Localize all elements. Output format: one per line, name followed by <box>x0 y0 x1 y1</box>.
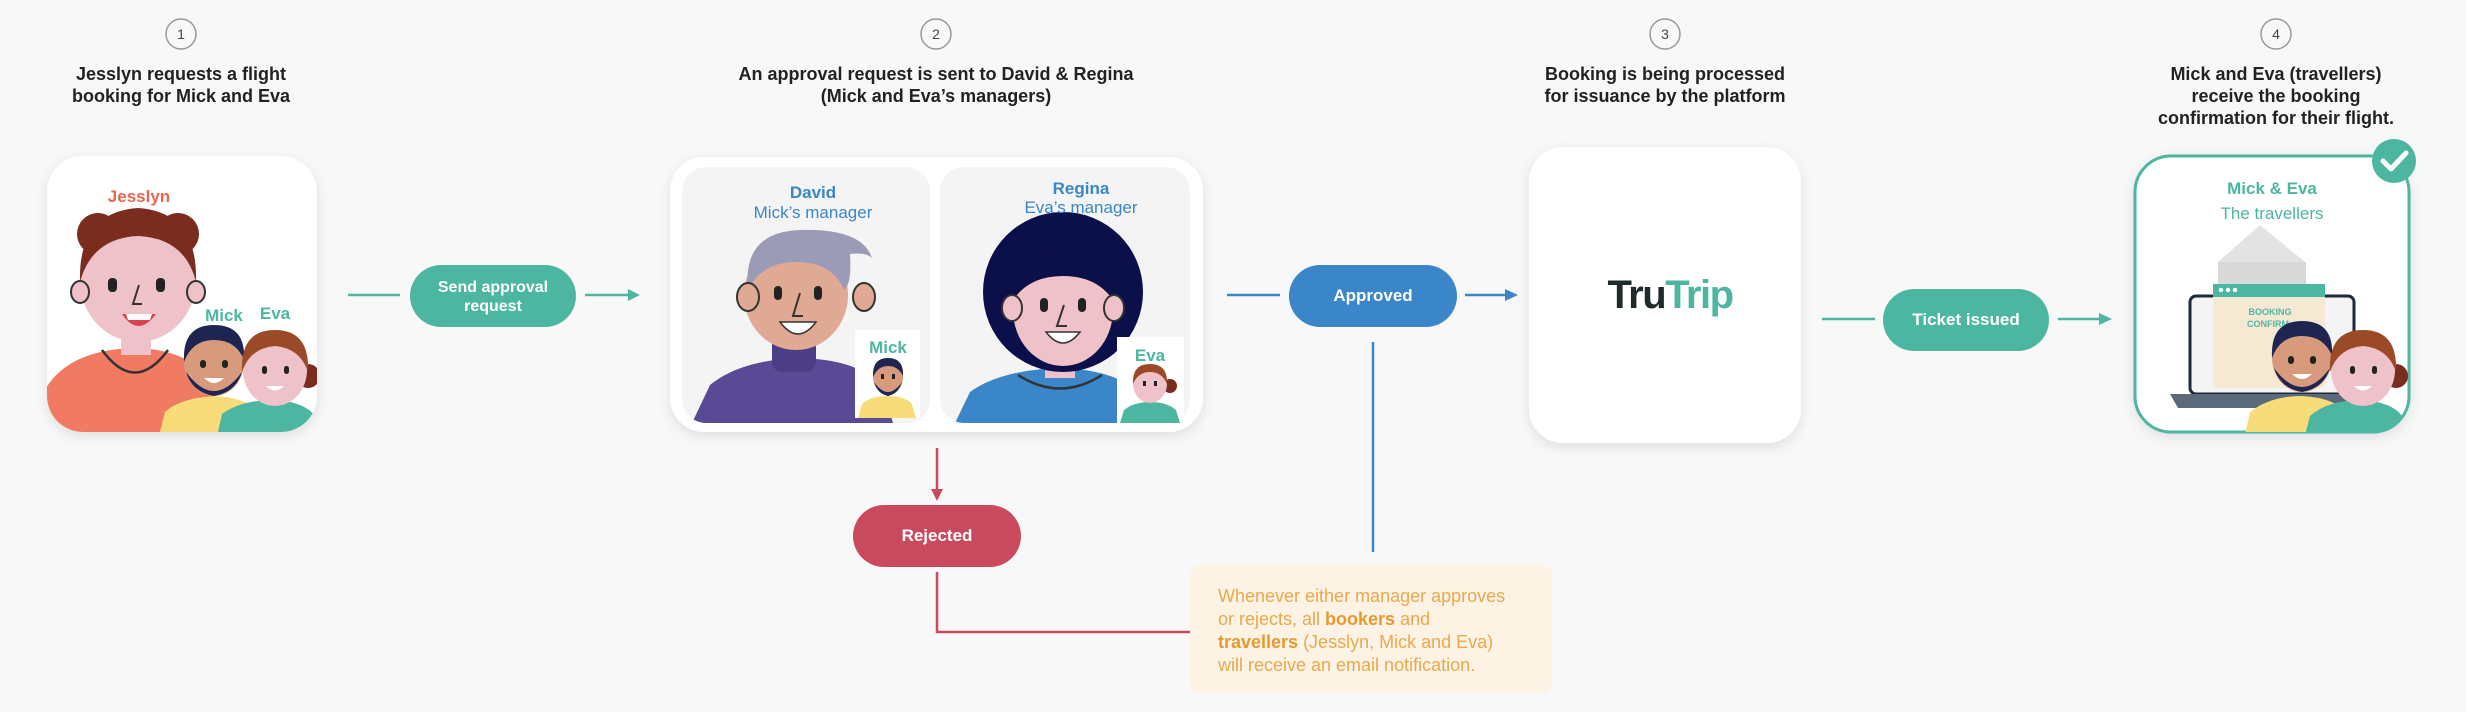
booking-card-line-2: CONFIRM <box>2247 319 2289 329</box>
booker-card: Jesslyn Mick Eva <box>47 156 317 432</box>
connector-send <box>348 289 640 301</box>
arrowhead-icon <box>931 489 943 501</box>
david-illustration <box>692 229 893 423</box>
eva-illustration <box>218 330 317 432</box>
logo-part-2: Trip <box>1665 273 1732 317</box>
travellers-name: Mick & Eva <box>2227 179 2317 198</box>
send-pill-line-1: Send approval <box>438 279 548 296</box>
step-2-title-line-2: (Mick and Eva’s managers) <box>821 86 1051 106</box>
david-name: David <box>790 183 836 202</box>
eva-inset-label: Eva <box>1135 346 1166 365</box>
ticket-issued-pill: Ticket issued <box>1883 289 2049 351</box>
managers-card: Mick David Mick’s manager Eva <box>670 157 1203 432</box>
travellers-card: BOOKING CONFIRM <box>2133 139 2416 434</box>
step-4-title-line-3: confirmation for their flight. <box>2158 108 2394 128</box>
note-bookers: bookers <box>1325 609 1396 629</box>
step-2-header: 2 An approval request is sent to David &… <box>738 18 1135 106</box>
rejected-pill: Rejected <box>853 505 1021 567</box>
step-1-header: 1 Jesslyn requests a flight booking for … <box>72 18 291 106</box>
notification-note: Whenever either manager approves or reje… <box>1190 565 1552 693</box>
step-1-title-line-2: booking for Mick and Eva <box>72 86 291 106</box>
step-3-title-line-2: for issuance by the platform <box>1544 86 1785 106</box>
note-line-2: or rejects, all <box>1218 609 1326 629</box>
step-1-title-line-1: Jesslyn requests a flight <box>76 64 286 84</box>
step-4-title-line-1: Mick and Eva (travellers) <box>2170 64 2381 84</box>
eva-inset-illustration <box>1120 364 1180 423</box>
step-3-number: 3 <box>1661 26 1669 42</box>
note-line-2b: and <box>1395 609 1431 629</box>
regina-role: Eva’s manager <box>1024 198 1137 217</box>
booking-card-line-1: BOOKING <box>2248 307 2291 317</box>
travellers-role: The travellers <box>2221 204 2324 223</box>
david-role: Mick’s manager <box>754 203 873 222</box>
mick-label: Mick <box>205 306 243 325</box>
step-4-number-circle <box>2260 18 2292 50</box>
mick-inset-illustration <box>858 358 916 418</box>
step-3-header: 3 Booking is being processed for issuanc… <box>1544 18 1786 106</box>
arrowhead-icon <box>1505 289 1518 301</box>
send-pill-line-2: request <box>464 298 522 315</box>
rejected-label: Rejected <box>902 526 973 545</box>
approved-label: Approved <box>1333 286 1412 305</box>
connector-rejected <box>931 448 1190 634</box>
mick-inset-label: Mick <box>869 338 907 357</box>
step-4-header: 4 Mick and Eva (travellers) receive the … <box>2158 18 2394 128</box>
checkmark-icon <box>2372 139 2416 183</box>
note-line-4: will receive an email notification. <box>1218 655 1476 675</box>
step-4-title-line-2: receive the booking <box>2191 86 2360 106</box>
connector-approved <box>1227 289 1518 552</box>
step-2-number: 2 <box>932 26 940 42</box>
regina-name: Regina <box>1053 179 1110 198</box>
jesslyn-label: Jesslyn <box>108 187 170 206</box>
step-2-number-circle <box>920 18 952 50</box>
logo-part-1: Tru <box>1607 273 1665 317</box>
send-approval-request-pill: Send approval request <box>410 265 576 327</box>
step-1-number: 1 <box>177 26 185 42</box>
note-travellers: travellers <box>1218 632 1299 652</box>
step-2-title-line-1: An approval request is sent to David & R… <box>738 64 1134 84</box>
ticket-issued-label: Ticket issued <box>1912 310 2019 329</box>
eva-label: Eva <box>260 304 291 323</box>
trutrip-logo: TruTrip <box>1607 273 1732 317</box>
step-3-number-circle <box>1649 18 1681 50</box>
step-1-number-circle <box>165 18 197 50</box>
connector-ticket <box>1822 313 2112 325</box>
regina-illustration <box>955 212 1145 423</box>
step-3-title-line-1: Booking is being processed <box>1545 64 1785 84</box>
arrowhead-icon <box>628 289 640 301</box>
eva-traveller-illustration <box>2305 330 2408 432</box>
note-line-1: Whenever either manager approves <box>1218 586 1506 606</box>
platform-card: TruTrip <box>1529 147 1801 443</box>
step-4-number: 4 <box>2272 26 2280 42</box>
arrowhead-icon <box>2099 313 2112 325</box>
note-line-3: (Jesslyn, Mick and Eva) <box>1298 632 1494 652</box>
approved-pill: Approved <box>1289 265 1457 327</box>
